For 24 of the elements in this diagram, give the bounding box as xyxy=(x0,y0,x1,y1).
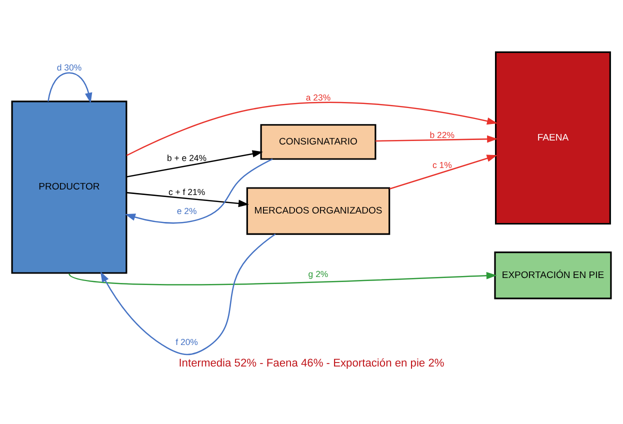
arrow xyxy=(126,101,498,156)
arrow xyxy=(48,72,92,103)
arrow xyxy=(375,134,498,142)
edge-label: d 30% xyxy=(56,62,82,72)
edge-label: f 20% xyxy=(176,336,198,347)
edge-label: a 23% xyxy=(306,92,331,102)
arrow xyxy=(126,192,249,207)
node-box: MERCADOS ORGANIZADOS xyxy=(246,186,390,234)
edge-label: e 2% xyxy=(176,206,197,216)
node-box: FAENA xyxy=(495,50,611,224)
node-box: CONSIGNATARIO xyxy=(260,124,376,160)
arrow xyxy=(124,158,273,224)
edge-label: g 2% xyxy=(308,268,328,278)
caption: Intermedia 52% - Faena 46% - Exportación en pie 2% xyxy=(178,357,444,370)
edge-label: b 22% xyxy=(430,129,455,140)
node-box: EXPORTACIÓN EN PIE xyxy=(494,251,612,299)
edge-label: c + f 21% xyxy=(168,186,206,196)
arrow xyxy=(389,154,498,190)
node-box: PRODUCTOR xyxy=(11,100,128,274)
edge-label: c 1% xyxy=(432,159,452,170)
arrow xyxy=(68,271,497,285)
arrow xyxy=(100,233,276,355)
arrow xyxy=(126,150,263,177)
edge-label: b + e 24% xyxy=(167,152,207,162)
